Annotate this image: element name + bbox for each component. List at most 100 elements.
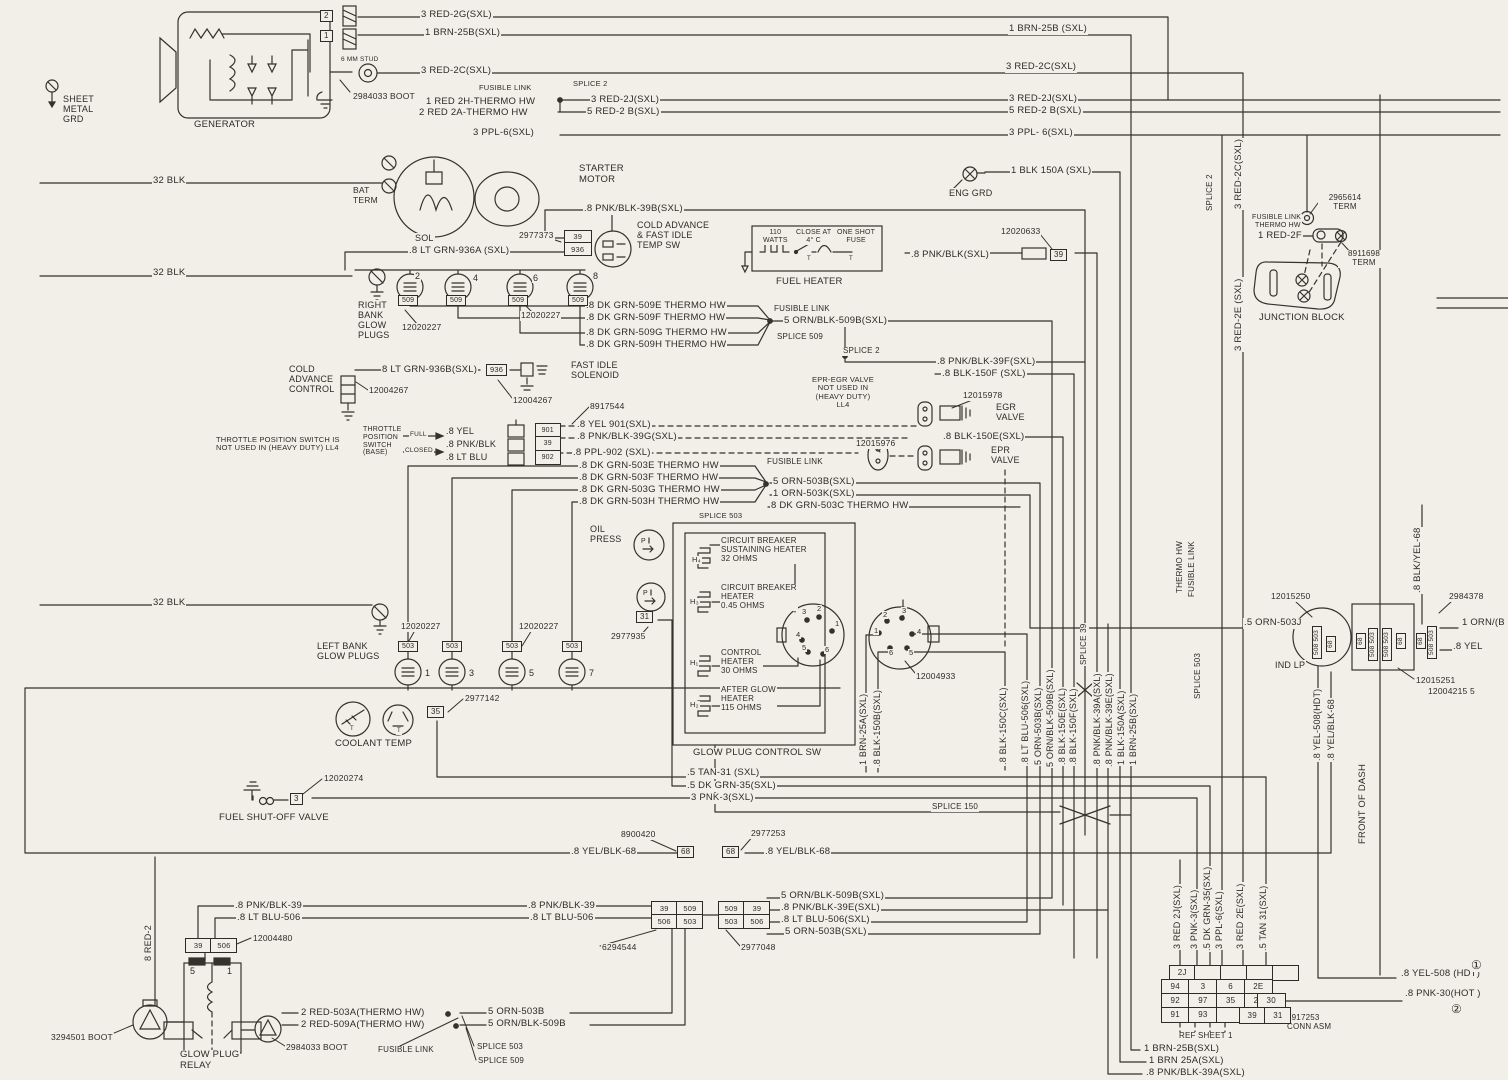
- label-2984033-boot: 2984033 BOOT: [285, 1042, 349, 1053]
- label-fusible-link: FUSIBLE LINK: [773, 304, 831, 314]
- label-fuel-heater: FUEL HEATER: [775, 276, 844, 288]
- label-splice-503: SPLICE 503: [476, 1042, 525, 1052]
- connector-cell-506: 506: [743, 914, 771, 930]
- label-3-red-2g-sxl: 3 RED-2G(SXL): [420, 9, 493, 21]
- label-6294544: 6294544: [601, 942, 638, 953]
- label-8900420: 8900420: [620, 829, 657, 840]
- label-3-red-2j-sxl: 3 RED-2J(SXL): [1008, 93, 1079, 105]
- ind-lp-connector: [1292, 603, 1415, 671]
- label-8-pnk-blk-39a-sxl: .8 PNK/BLK-39A(SXL): [1092, 672, 1103, 768]
- oil-pressure-senders: [633, 529, 666, 612]
- label-2977935: 2977935: [610, 631, 647, 642]
- fuel-shut-off-valve-icon: [243, 781, 289, 806]
- label-503: 503: [562, 641, 583, 653]
- connector-cell-39: 39: [1238, 1006, 1266, 1024]
- label-509: 509: [508, 295, 529, 307]
- label-8911698-term: 8911698 TERM: [1338, 249, 1390, 268]
- label-3: 3: [901, 606, 908, 616]
- label-1: 1: [226, 966, 234, 977]
- generator: [159, 5, 378, 119]
- label-5-orn-503b-sxl: 5 ORN-503B(SXL): [772, 476, 856, 488]
- label-close-at-4-c: CLOSE AT 4° C: [795, 229, 833, 245]
- label-right-bank-glow-plugs: RIGHT BANK GLOW PLUGS: [357, 300, 391, 341]
- label-8-blk-150f-sxl: .8 BLK-150F(SXL): [1068, 687, 1079, 766]
- label-fusible-link: FUSIBLE LINK: [766, 457, 824, 467]
- label-8-dk-grn-509f-thermo-hw: .8 DK GRN-509F THERMO HW: [585, 312, 727, 324]
- label-8-ppl-902-sxl: .8 PPL-902 (SXL): [572, 447, 652, 459]
- label-8-pnk-blk-39f-sxl: .8 PNK/BLK-39F(SXL): [936, 356, 1037, 368]
- label-234: ②: [1450, 1002, 1463, 1017]
- label-32-blk: 32 BLK: [152, 175, 187, 187]
- label-8-yel: .8 YEL: [445, 426, 476, 437]
- label-509: 509: [568, 295, 589, 307]
- label-5-orn-blk-509b: 5 ORN/BLK-509B: [487, 1018, 567, 1030]
- connector-cell-503: 503: [676, 914, 704, 930]
- label-508-503: 508 503: [1312, 626, 1323, 659]
- label-throttle-position-switch-base: THROTTLE POSITION SWITCH (BASE): [362, 426, 403, 458]
- label-8-lt-blu-506-sxl: .8 LT BLU-506(SXL): [780, 914, 871, 926]
- label-503: 503: [398, 641, 419, 653]
- label-h: H₄: [691, 555, 702, 565]
- label-8-dk-grn-509h-thermo-hw: .8 DK GRN-509H THERMO HW: [585, 339, 728, 351]
- label-splice-509: SPLICE 509: [477, 1056, 526, 1066]
- label-2984378: 2984378: [1448, 591, 1485, 602]
- label-control-heater-30-ohms: CONTROL HEATER 30 OHMS: [720, 648, 763, 676]
- label-12004480: 12004480: [252, 933, 294, 944]
- label-fusible-link: FUSIBLE LINK: [1187, 540, 1197, 598]
- label-12020227: 12020227: [518, 621, 560, 632]
- label-8-yel-508-hdt: .8 YEL-508 (HDT): [1400, 968, 1482, 980]
- label-508-503: 508 503: [1368, 628, 1379, 661]
- label-3-pnk-3-sxl: 3 PNK-3(SXL): [1189, 888, 1200, 950]
- label-8-dk-grn-509e-thermo-hw: .8 DK GRN-509E THERMO HW: [585, 300, 727, 312]
- label-68: 68: [1416, 633, 1427, 649]
- cold-advance-temp-switch: [594, 230, 632, 268]
- connector-cell-901: 901: [534, 422, 561, 438]
- label-8-pnk-30-hot: .8 PNK-30(HOT ): [1404, 988, 1482, 1000]
- label-p: P: [642, 590, 649, 598]
- label-coolant-temp: COOLANT TEMP: [334, 738, 414, 750]
- label-splice-503: SPLICE 503: [698, 511, 744, 521]
- label-12020227: 12020227: [401, 322, 443, 333]
- label-8-yel-508-hdt: .8 YEL-508(HDT): [1312, 687, 1323, 762]
- label-8-pnk-blk-39g-sxl: .8 PNK/BLK-39G(SXL): [576, 431, 678, 443]
- label-8-blk-150b-sxl: .8 BLK-150B(SXL): [872, 688, 883, 768]
- connector-cell-902: 902: [534, 450, 561, 466]
- label-4: 4: [472, 273, 480, 284]
- label-12004215-5: 12004215 5: [1427, 686, 1476, 697]
- label-sol: SOL: [414, 233, 435, 244]
- label-8-blk-150e-sxl: .8 BLK-150E(SXL): [942, 431, 1026, 443]
- label-epr-valve: EPR VALVE: [990, 445, 1021, 466]
- starter-motor: [381, 155, 566, 239]
- label-3-pnk-3-sxl: 3 PNK-3(SXL): [690, 792, 755, 804]
- label-ref-sheet-1: REF SHEET 1: [1178, 1031, 1234, 1041]
- label-t: T: [848, 256, 854, 263]
- label-1-orn-503k-sxl: 1 ORN-503K(SXL): [772, 488, 856, 500]
- label-4: 4: [795, 630, 802, 640]
- label-2: 2: [320, 10, 333, 23]
- label-8-red-2: 8 RED-2: [143, 924, 154, 962]
- connector-cell-509: 509: [676, 900, 704, 916]
- cold-advance-control-connector: [340, 375, 356, 421]
- label-8-dk-grn-503e-thermo-hw: .8 DK GRN-503E THERMO HW: [578, 460, 720, 472]
- label-1: 1: [424, 668, 432, 679]
- label-5-tan-31-sxl: .5 TAN-31 (SXL): [686, 767, 761, 779]
- label-12004933: 12004933: [915, 671, 957, 682]
- label-3: 3: [468, 668, 476, 679]
- label-8-yel: .8 YEL: [1452, 641, 1484, 653]
- label-2965614-term: 2965614 TERM: [1318, 193, 1372, 212]
- label-1-blk-150a-sxl: 1 BLK-150A(SXL): [1116, 689, 1127, 766]
- label-t: T: [806, 256, 812, 263]
- label-fusible-link: FUSIBLE LINK: [478, 83, 533, 93]
- label-3-red-2c-sxl: 3 RED-2C(SXL): [1005, 61, 1078, 73]
- label-508-503: 508 503: [1382, 628, 1393, 661]
- label-8-lt-grn-936a-sxl: .8 LT GRN-936A (SXL): [408, 245, 511, 257]
- label-3-red-2e-sxl: 3 RED-2E (SXL): [1233, 277, 1245, 352]
- fuel-heater: [741, 225, 883, 274]
- label-8-blk-150f-sxl: .8 BLK-150F (SXL): [941, 368, 1027, 380]
- connector-cell-506: 506: [210, 937, 238, 953]
- label-7: 7: [588, 668, 596, 679]
- label-2977253: 2977253: [750, 828, 787, 839]
